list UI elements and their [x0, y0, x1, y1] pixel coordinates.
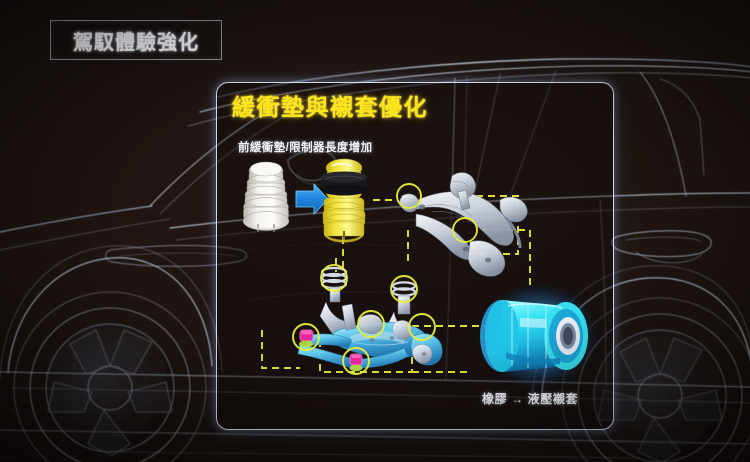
- panel-caption: 橡膠 → 液壓襯套: [482, 392, 579, 406]
- yellow-bump-stop-render: [321, 158, 367, 243]
- front-suspension-render: [297, 266, 443, 372]
- white-bump-stop-render: [242, 161, 290, 232]
- black-retainer-ring: [321, 171, 367, 196]
- hydraulic-bushing-render: [478, 284, 598, 388]
- highlight-upper-right: [452, 217, 478, 243]
